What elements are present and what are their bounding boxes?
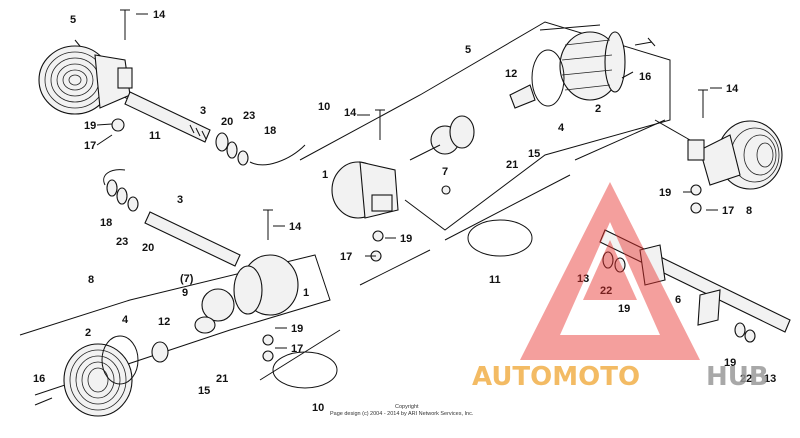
watermark: AUTOMOTO HUB — [472, 182, 769, 392]
callout-label: 22 — [600, 285, 612, 297]
callout-label: 4 — [122, 314, 129, 326]
callout-label: 18 — [100, 217, 112, 229]
watermark-triangle-icon — [520, 182, 700, 360]
wires — [259, 119, 666, 389]
watermark-text-hub: HUB — [706, 362, 769, 392]
callout-label: 18 — [264, 125, 276, 137]
callout-label: 5 — [70, 14, 76, 26]
callout-label: 15 — [198, 385, 210, 397]
callout-label: 2 — [85, 327, 91, 339]
callout-label: 16 — [639, 71, 651, 83]
callout-label: 6 — [675, 294, 681, 306]
callout-label: 14 — [153, 9, 166, 21]
callout-label: 19 — [400, 233, 412, 245]
callout-label: 2 — [595, 103, 601, 115]
callout-label: (7) — [180, 273, 194, 285]
callout-label: 17 — [722, 205, 734, 217]
callout-label: 12 — [158, 316, 170, 328]
stem-middle-left — [103, 169, 241, 267]
callout-label: 19 — [291, 323, 303, 335]
callout-label: 19 — [618, 303, 630, 315]
callout-label: 14 — [289, 221, 302, 233]
callout-label: 15 — [528, 148, 540, 160]
callout-label: 20 — [221, 116, 233, 128]
turn-signal-lens-top-right — [509, 31, 626, 109]
callout-label: 22 — [740, 373, 752, 385]
callout-label: 12 — [505, 68, 517, 80]
callout-label: 14 — [726, 83, 739, 95]
callout-label: 5 — [465, 44, 471, 56]
socket-housing-center — [331, 115, 475, 219]
callout-label: 13 — [577, 273, 589, 285]
callout-label: 17 — [291, 343, 303, 355]
callout-label: 7 — [442, 166, 448, 178]
copyright-line-2: Page design (c) 2004 - 2014 by ARI Netwo… — [330, 411, 474, 417]
callout-label: 10 — [312, 402, 324, 414]
callout-label: 20 — [142, 242, 154, 254]
callout-label: 17 — [84, 140, 96, 152]
turn-signal-lens-top-left — [38, 45, 133, 115]
callout-label: 21 — [506, 159, 518, 171]
callout-label: 8 — [746, 205, 752, 217]
leader-lines — [96, 13, 722, 349]
stem-top-left — [124, 91, 306, 166]
callout-label: 10 — [318, 101, 330, 113]
callout-label: 14 — [344, 107, 357, 119]
callout-label: 23 — [243, 110, 255, 122]
watermark-text-automoto: AUTOMOTO — [472, 362, 640, 392]
callout-label: 19 — [659, 187, 671, 199]
callout-label: 1 — [303, 287, 309, 299]
callout-label: 19 — [724, 357, 736, 369]
copyright-notice: Copyright Page design (c) 2004 - 2014 by… — [330, 404, 474, 417]
callout-label: 21 — [216, 373, 228, 385]
callout-label: 11 — [149, 130, 161, 142]
callout-label: 8 — [88, 274, 94, 286]
callout-label: 11 — [489, 274, 501, 286]
callout-label: 4 — [558, 122, 565, 134]
copyright-line-1: Copyright — [395, 404, 419, 410]
callout-labels: 14 5 19 17 3 20 23 18 11 10 14 5 12 2 16… — [33, 9, 776, 414]
callout-label: 9 — [182, 287, 188, 299]
callout-label: 13 — [764, 373, 776, 385]
socket-housing-lower — [194, 254, 299, 334]
callout-label: 16 — [33, 373, 45, 385]
callout-label: 1 — [322, 169, 328, 181]
callout-label: 3 — [200, 105, 206, 117]
turn-signal-lens-right — [654, 119, 783, 190]
small-hardware — [34, 9, 708, 406]
callout-label: 19 — [84, 120, 96, 132]
turn-signal-lens-bottom-left — [63, 335, 169, 417]
mounting-stay-right — [599, 229, 791, 343]
callout-label: 23 — [116, 236, 128, 248]
callout-label: 17 — [340, 251, 352, 263]
callout-label: 3 — [177, 194, 183, 206]
